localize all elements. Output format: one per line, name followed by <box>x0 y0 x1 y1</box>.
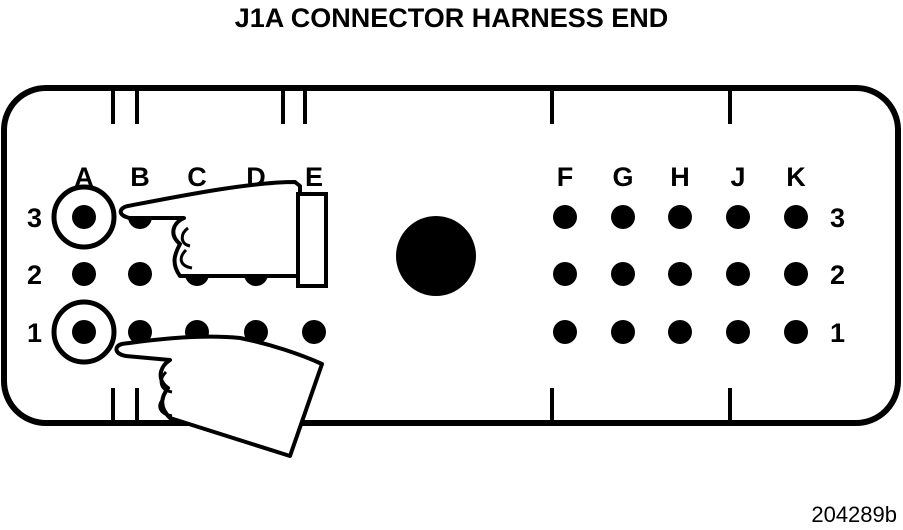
pin-b1 <box>128 320 152 344</box>
pin-h1 <box>668 320 692 344</box>
pin-g3 <box>611 205 635 229</box>
keying-tabs-top <box>111 90 732 124</box>
pin-b2 <box>128 262 152 286</box>
pin-k3 <box>784 205 808 229</box>
pointing-hand-icon <box>118 180 328 288</box>
diagram-title: J1A CONNECTOR HARNESS END <box>234 3 669 33</box>
pin-j1 <box>726 320 750 344</box>
pin-g1 <box>611 320 635 344</box>
pin-h3 <box>668 205 692 229</box>
figure-id: 204289b <box>811 502 897 527</box>
row-label-right-1: 1 <box>830 318 845 348</box>
pin-a2 <box>72 262 96 286</box>
pin-a1 <box>72 320 96 344</box>
column-label-f: F <box>557 162 574 192</box>
row-label-left-2: 2 <box>27 260 42 290</box>
highlight-ring-a3 <box>51 184 117 250</box>
pin-k2 <box>784 262 808 286</box>
pin-k1 <box>784 320 808 344</box>
pin-f1 <box>553 320 577 344</box>
keying-tabs-bottom <box>111 388 732 422</box>
column-label-b: B <box>130 162 150 192</box>
row-label-right-3: 3 <box>830 203 845 233</box>
pin-h2 <box>668 262 692 286</box>
pin-e1 <box>302 320 326 344</box>
pin-f2 <box>553 262 577 286</box>
pin-a3 <box>72 205 96 229</box>
column-label-a: A <box>74 162 94 192</box>
pin-d1 <box>244 320 268 344</box>
highlight-ring-a1 <box>51 299 117 365</box>
row-label-right-2: 2 <box>830 260 845 290</box>
column-label-k: K <box>786 162 806 192</box>
column-label-h: H <box>670 162 690 192</box>
pin-j3 <box>726 205 750 229</box>
column-label-e: E <box>305 162 323 192</box>
pin-f3 <box>553 205 577 229</box>
pin-j2 <box>726 262 750 286</box>
column-label-j: J <box>730 162 745 192</box>
column-label-g: G <box>612 162 633 192</box>
center-hole <box>396 216 476 296</box>
pin-g2 <box>611 262 635 286</box>
column-label-c: C <box>187 162 207 192</box>
row-label-left-3: 3 <box>27 203 42 233</box>
row-label-left-1: 1 <box>27 318 42 348</box>
pointing-hand-icon <box>114 334 324 458</box>
